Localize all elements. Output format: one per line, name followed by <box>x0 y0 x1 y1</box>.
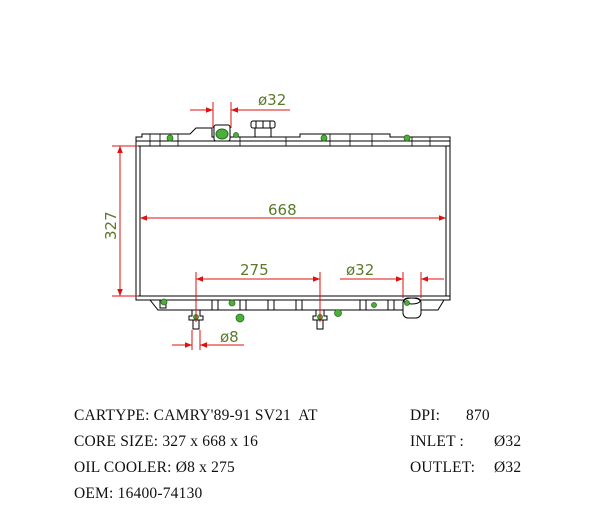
spec-dpi-label: DPI: <box>410 407 441 424</box>
spec-dpi-value: 870 <box>466 407 490 424</box>
dim-inlet-diameter: ø32 <box>190 91 290 128</box>
radiator-cap <box>250 120 276 138</box>
spec-inlet-value: Ø32 <box>494 433 522 450</box>
dim-outlet-diameter: ø32 <box>340 261 444 298</box>
radiator-drawing: ø32 327 668 275 ø32 ø8 <box>102 91 451 350</box>
dim-oil-fitting-diameter: ø8 <box>172 328 244 350</box>
inlet-pipe <box>213 124 231 142</box>
spec-cartype: CARTYPE: CAMRY'89-91 SV21 AT <box>74 407 318 424</box>
bottom-tank-fittings <box>160 298 410 323</box>
top-tank-fittings <box>166 132 411 142</box>
spec-oem: OEM: 16400-74130 <box>74 485 203 502</box>
dim-width: 668 <box>140 201 446 221</box>
dim-height: 327 <box>102 145 138 297</box>
dim-width-label: 668 <box>268 201 297 219</box>
dim-oil-cooler-label: 275 <box>240 261 269 279</box>
oil-cooler-fittings <box>188 309 328 330</box>
spec-oil-cooler: OIL COOLER: Ø8 x 275 <box>74 459 235 476</box>
dim-inlet-label: ø32 <box>258 91 286 109</box>
dim-oil-cooler-length: 275 <box>195 261 321 322</box>
dim-height-label: 327 <box>102 211 120 240</box>
spec-core-size: CORE SIZE: 327 x 668 x 16 <box>74 433 259 450</box>
spec-inlet-label: INLET : <box>410 433 465 450</box>
bottom-tank <box>135 295 451 311</box>
top-tank <box>135 127 451 147</box>
dim-oil-fitting-label: ø8 <box>220 328 239 346</box>
spec-outlet-label: OUTLET: <box>410 459 476 476</box>
dim-outlet-label: ø32 <box>346 261 374 279</box>
spec-outlet-value: Ø32 <box>494 459 522 476</box>
